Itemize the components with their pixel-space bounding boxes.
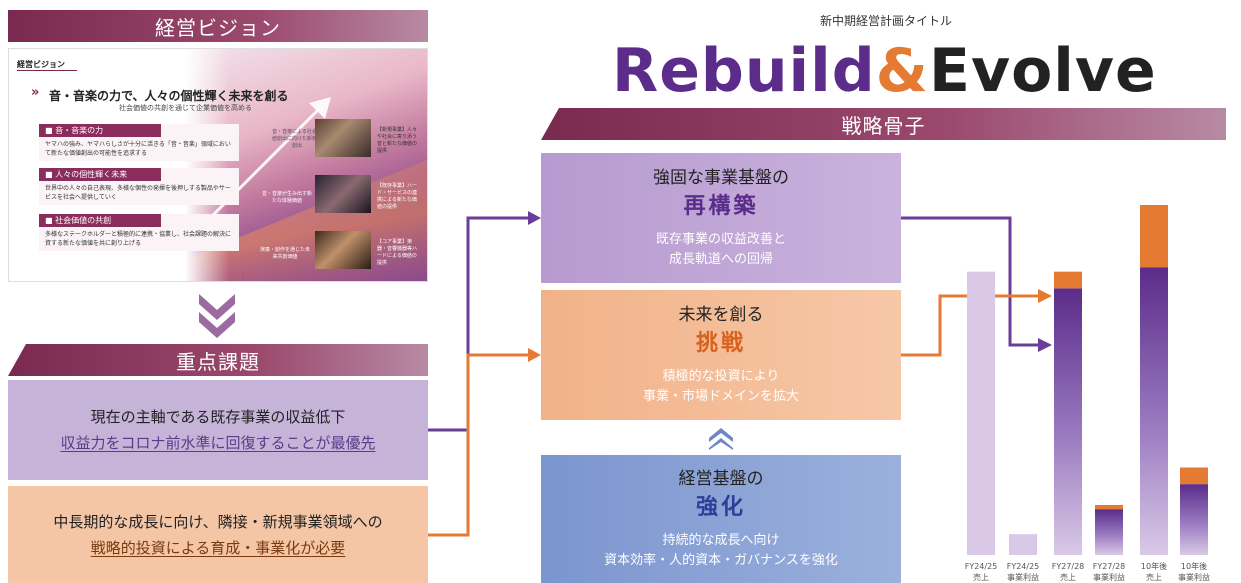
chart-bar	[1054, 288, 1082, 555]
double-chevron-down-icon	[199, 294, 235, 338]
chart-category-label: FY27/28	[1093, 562, 1126, 571]
arrow-to-rebuild	[428, 216, 530, 432]
photo-image	[315, 175, 371, 213]
chart-bar-growth	[1095, 505, 1123, 510]
chart-bar	[1180, 484, 1208, 555]
issue-growth-investment: 中長期的な成長に向け、隣接・新規事業領域への 戦略的投資による育成・事業化が必要	[8, 486, 428, 583]
chart-bar	[967, 271, 995, 555]
plan-title-ampersand: &	[875, 36, 929, 106]
chart-category-label: 10年後	[1141, 561, 1167, 571]
chart-bar-growth	[1140, 205, 1168, 268]
slide-item-heading: ■ 社会価値の共創	[39, 214, 161, 227]
slide-item-heading: ■ 人々の個性輝く未来	[39, 168, 161, 181]
slide-item-text: ヤマハの強み、ヤマハらしさが十分に活きる「音・音楽」領域において新たな価値創出の…	[45, 141, 231, 157]
chart-category-label: 事業利益	[1007, 572, 1039, 582]
side-label: 【コア事業】楽器・音響機器等ハードによる価値の提供	[377, 239, 418, 266]
photo-label: 音・音楽が生み出す新たな体験価値	[261, 191, 312, 204]
chart-category-label: 事業利益	[1093, 572, 1125, 582]
slide-item-text: 多様なステークホルダーと積極的に連携・協業し、社会課題の解決に資する新たな価値を…	[45, 231, 232, 247]
slide-item-heading: ■ 音・音楽の力	[39, 124, 161, 137]
issue-text: 中長期的な成長に向け、隣接・新規事業領域への	[53, 512, 383, 531]
strategy-desc: 事業・市場ドメインを拡大	[642, 389, 799, 404]
slide-subtitle: 社会価値の共創を通じて企業価値を高める	[119, 104, 252, 112]
vision-slide: 経営ビジョン » 音・音楽の力で、人々の個性輝く未来を創る 社会価値の共創を通じ…	[8, 48, 428, 282]
issues-header: 重点課題	[8, 344, 428, 376]
slide-item: ■ 社会価値の共創 多様なステークホルダーと積極的に連携・協業し、社会課題の解決…	[39, 214, 239, 251]
double-chevron-up-icon	[709, 428, 733, 450]
issue-emphasis: 戦略的投資による育成・事業化が必要	[90, 538, 346, 557]
slide-item: ■ 音・音楽の力 ヤマハの強み、ヤマハらしさが十分に活きる「音・音楽」領域におい…	[39, 124, 239, 161]
chart-bar-growth	[1054, 271, 1082, 289]
slide-tag-underline	[17, 70, 77, 71]
chart-bar	[1009, 534, 1037, 555]
slide-item: ■ 人々の個性輝く未来 世界中の人々の自己表現、多様な個性の発揮を後押しする製品…	[39, 168, 239, 205]
strategy-rebuild: 強固な事業基盤の 再構築 既存事業の収益改善と 成長軌道への回帰	[541, 153, 901, 283]
chart-bar	[1140, 267, 1168, 555]
double-chevron-right-icon: »	[31, 85, 40, 100]
photo-image	[315, 231, 371, 269]
vision-header: 経営ビジョン	[8, 10, 428, 42]
chart-category-label: FY24/25	[1007, 562, 1040, 571]
chart-category-label: 売上	[1146, 572, 1162, 582]
strategy-lead: 強固な事業基盤の	[653, 168, 789, 188]
issue-existing-business: 現在の主軸である既存事業の収益低下 収益力をコロナ前水準に回復することが最優先	[8, 380, 428, 480]
photo-label: 音・音楽による社会価値創出に向けた新価値創出	[271, 129, 322, 149]
chart-bar	[1095, 509, 1123, 555]
strategy-desc: 既存事業の収益改善と	[655, 232, 786, 247]
plan-title-evolve: Evolve	[928, 36, 1157, 106]
issue-text: 現在の主軸である既存事業の収益低下	[90, 408, 346, 426]
chart-category-label: FY24/25	[965, 562, 998, 571]
chart-category-label: FY27/28	[1052, 562, 1085, 571]
arrow-head	[528, 348, 541, 362]
side-label: 【新規事業】人々や社会に寄り添う音と新たな価値の提供	[377, 127, 418, 154]
strategy-desc: 積極的な投資により	[662, 369, 780, 384]
photo-label: 演奏・創作を通じた未来共創価値	[259, 247, 310, 260]
chart-category-label: 10年後	[1181, 561, 1207, 571]
issue-emphasis: 収益力をコロナ前水準に回復することが最優先	[60, 434, 376, 452]
growth-chart: FY24/25売上FY24/25事業利益FY27/28売上FY27/28事業利益…	[965, 205, 1210, 582]
strategy-lead: 経営基盤の	[678, 469, 764, 489]
strategy-header-label: 戦略骨子	[841, 113, 926, 138]
issues-header-label: 重点課題	[176, 349, 260, 374]
strategy-desc: 成長軌道への回帰	[668, 252, 773, 267]
arrow-head	[528, 211, 541, 225]
chart-category-label: 売上	[973, 572, 989, 582]
arrow-to-challenge	[428, 353, 530, 537]
plan-title-rebuild: Rebuild	[612, 36, 876, 106]
strategy-challenge: 未来を創る 挑戦 積極的な投資により 事業・市場ドメインを拡大	[541, 290, 901, 420]
strategy-lead: 未来を創る	[678, 305, 764, 325]
chart-category-label: 事業利益	[1178, 572, 1210, 582]
slide-tag: 経営ビジョン	[17, 60, 65, 69]
strategy-foundation: 経営基盤の 強化 持続的な成長へ向け 資本効率・人的資本・ガバナンスを強化	[541, 455, 901, 583]
chart-bar-growth	[1180, 467, 1208, 485]
slide-title: 音・音楽の力で、人々の個性輝く未来を創る	[49, 89, 289, 103]
strategy-keyword: 再構築	[683, 194, 759, 219]
strategy-desc: 資本効率・人的資本・ガバナンスを強化	[604, 553, 838, 568]
strategy-header: 戦略骨子	[541, 108, 1226, 140]
strategy-desc: 持続的な成長へ向け	[662, 533, 780, 548]
chart-category-label: 売上	[1060, 572, 1076, 582]
page-number: 7	[241, 273, 245, 280]
strategy-keyword: 強化	[695, 495, 746, 520]
vision-header-label: 経営ビジョン	[155, 15, 281, 40]
side-label: 【既存事業】ハード・サービスの連携による新たな価値の提供	[377, 183, 418, 210]
photo-image	[315, 119, 371, 157]
slide-item-text: 世界中の人々の自己表現、多様な個性の発揮を後押しする製品やサービスを社会へ提供し…	[45, 185, 231, 201]
plan-title: Rebuild&Evolve	[612, 36, 1157, 106]
plan-subtitle: 新中期経営計画タイトル	[820, 14, 953, 28]
strategy-keyword: 挑戦	[695, 331, 746, 356]
